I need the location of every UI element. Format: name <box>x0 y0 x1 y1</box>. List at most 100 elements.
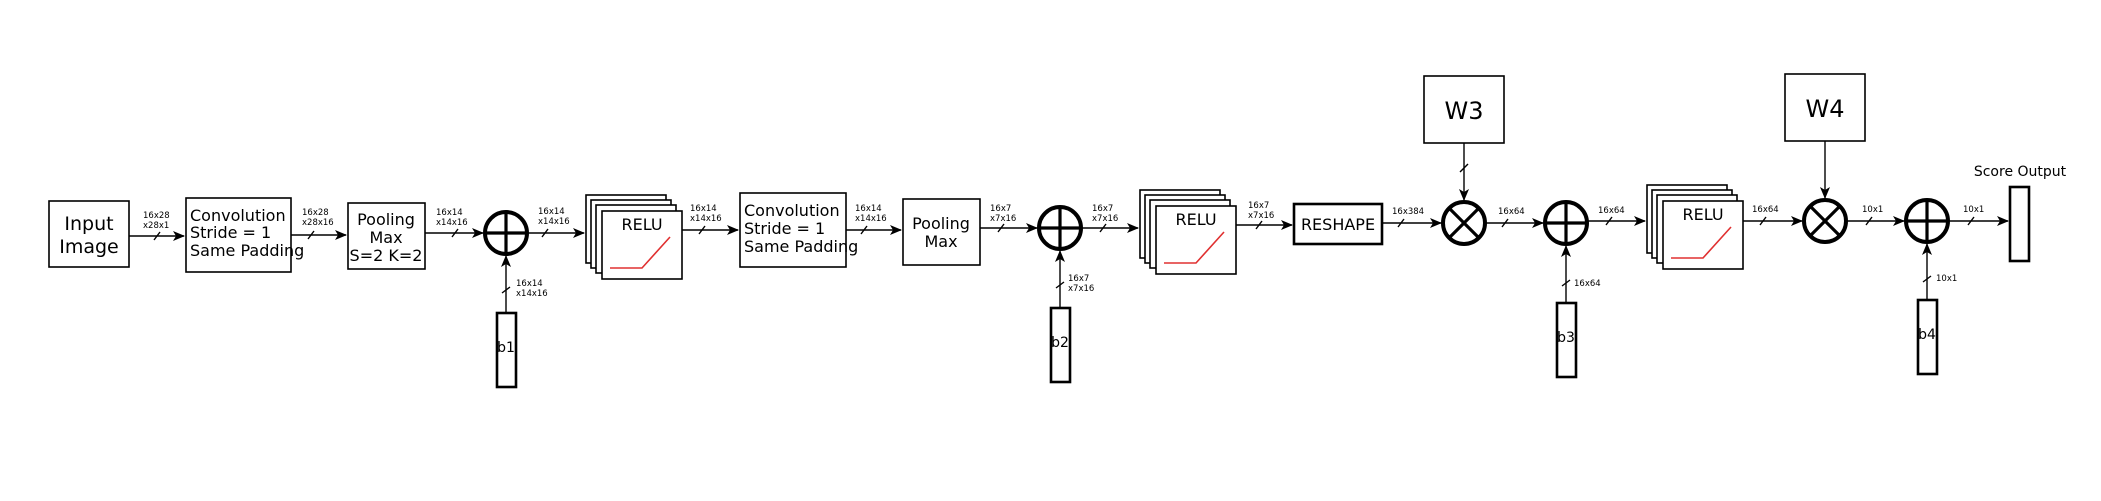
relu2-node: RELU <box>1139 189 1237 275</box>
dim-label-7a: 16x7 <box>990 204 1011 214</box>
dim-label-4a: 16x14 <box>538 207 565 217</box>
pool1-node: Pooling Max S=2 K=2 <box>347 202 426 270</box>
b1-label: b1 <box>497 340 515 356</box>
dim-label-b4: 10x1 <box>1936 274 1957 284</box>
dim-label-12: 16x64 <box>1598 206 1625 216</box>
edge-pool1-add1: 16x14 x14x16 <box>425 208 484 238</box>
b4-node: b4 <box>1916 298 1939 376</box>
conv1-label-3: Same Padding <box>190 241 304 260</box>
edge-b1-add1: 16x14 x14x16 <box>501 255 548 313</box>
edge-relu2-reshape: 16x7 x7x16 <box>1236 201 1293 230</box>
edge-add2-relu2: 16x7 x7x16 <box>1081 204 1139 233</box>
conv1-label-1: Convolution <box>190 206 286 225</box>
dim-label-11: 16x64 <box>1498 207 1525 217</box>
dim-label-14: 10x1 <box>1862 205 1883 215</box>
dim-label-2b: x28x16 <box>302 218 334 228</box>
relu1-label: RELU <box>621 215 662 234</box>
edge-relu1-conv2: 16x14 x14x16 <box>682 204 739 235</box>
dim-label-2a: 16x28 <box>302 208 329 218</box>
reshape-label: RESHAPE <box>1301 215 1375 234</box>
dim-label-3a: 16x14 <box>436 208 463 218</box>
conv2-label-2: Stride = 1 <box>744 219 825 238</box>
edge-add3-relu3: 16x64 <box>1587 206 1646 226</box>
edge-mult4-add4: 10x1 <box>1846 205 1905 226</box>
dim-label-5b: x14x16 <box>690 214 722 224</box>
input-image-label-1: Input <box>64 213 113 235</box>
conv1-label-2: Stride = 1 <box>190 223 271 242</box>
pool2-node: Pooling Max <box>902 198 981 266</box>
dim-label-b2a: 16x7 <box>1068 274 1089 284</box>
dim-label-13: 16x64 <box>1752 205 1779 215</box>
pool1-label-3: S=2 K=2 <box>350 246 423 265</box>
dim-label-8b: x7x16 <box>1092 214 1118 224</box>
dim-label-1b: x28x1 <box>143 221 169 231</box>
relu2-label: RELU <box>1175 210 1216 229</box>
dim-label-9b: x7x16 <box>1248 211 1274 221</box>
edge-add1-relu1: 16x14 x14x16 <box>527 207 585 238</box>
pool2-label-1: Pooling <box>912 214 970 233</box>
b4-label: b4 <box>1918 327 1936 343</box>
w4-node: W4 <box>1784 73 1866 142</box>
edge-b4-add4: 10x1 <box>1922 243 1957 300</box>
dim-label-3b: x14x16 <box>436 218 468 228</box>
dim-label-b3: 16x64 <box>1574 279 1601 289</box>
dim-label-15: 10x1 <box>1963 205 1984 215</box>
dim-label-6a: 16x14 <box>855 204 882 214</box>
dim-label-b1a: 16x14 <box>516 279 543 289</box>
relu1-node: RELU <box>585 194 683 280</box>
edge-b3-add3: 16x64 <box>1561 245 1601 303</box>
dim-label-1a: 16x28 <box>143 211 170 221</box>
multiply-op-w4 <box>1802 198 1848 244</box>
pool1-label-2: Max <box>369 228 402 247</box>
pool1-label-1: Pooling <box>357 210 415 229</box>
edge-conv2-pool2: 16x14 x14x16 <box>846 204 902 235</box>
score-output-label: Score Output <box>1974 164 2067 180</box>
add-op-2 <box>1037 205 1083 251</box>
pool2-label-2: Max <box>924 232 957 251</box>
score-output-node: Score Output <box>1974 164 2067 263</box>
input-image-node: Input Image <box>48 200 130 268</box>
edge-conv1-pool1: 16x28 x28x16 <box>291 208 347 240</box>
reshape-node: RESHAPE <box>1292 202 1384 246</box>
edge-input-conv1: 16x28 x28x1 <box>129 211 185 241</box>
b1-node: b1 <box>495 311 518 389</box>
b3-label: b3 <box>1557 330 1575 346</box>
relu3-node: RELU <box>1646 184 1744 270</box>
dim-label-b2b: x7x16 <box>1068 284 1094 294</box>
dim-label-b1b: x14x16 <box>516 289 548 299</box>
edge-mult3-add3: 16x64 <box>1485 207 1544 228</box>
conv1-node: Convolution Stride = 1 Same Padding <box>185 197 304 273</box>
dim-label-6b: x14x16 <box>855 214 887 224</box>
conv2-label-1: Convolution <box>744 201 840 220</box>
edge-relu3-mult4: 16x64 <box>1743 205 1803 226</box>
edge-add4-score: 10x1 <box>1948 205 2009 226</box>
conv2-node: Convolution Stride = 1 Same Padding <box>739 192 858 268</box>
w3-label: W3 <box>1445 97 1484 125</box>
relu2-activation-curve <box>1164 231 1225 264</box>
conv2-label-3: Same Padding <box>744 237 858 256</box>
w4-label: W4 <box>1806 95 1845 123</box>
edge-reshape-mult3: 16x384 <box>1382 207 1442 228</box>
dim-label-9a: 16x7 <box>1248 201 1269 211</box>
relu3-label: RELU <box>1682 205 1723 224</box>
add-op-4 <box>1904 198 1950 244</box>
edge-pool2-add2: 16x7 x7x16 <box>980 204 1038 233</box>
dim-label-10: 16x384 <box>1392 207 1424 217</box>
relu3-activation-curve <box>1671 226 1732 259</box>
multiply-op-w3 <box>1441 200 1487 246</box>
dim-label-5a: 16x14 <box>690 204 717 214</box>
relu1-activation-curve <box>610 236 671 269</box>
dim-label-8a: 16x7 <box>1092 204 1113 214</box>
add-op-1 <box>483 210 529 256</box>
b2-label: b2 <box>1051 335 1069 351</box>
w3-node: W3 <box>1423 75 1505 144</box>
b3-node: b3 <box>1555 301 1578 379</box>
edge-w3-mult3 <box>1459 143 1469 201</box>
dim-label-4b: x14x16 <box>538 217 570 227</box>
add-op-3 <box>1543 200 1589 246</box>
dim-label-7b: x7x16 <box>990 214 1016 224</box>
b2-node: b2 <box>1049 306 1072 384</box>
edge-b2-add2: 16x7 x7x16 <box>1055 250 1094 308</box>
input-image-label-2: Image <box>59 236 119 258</box>
